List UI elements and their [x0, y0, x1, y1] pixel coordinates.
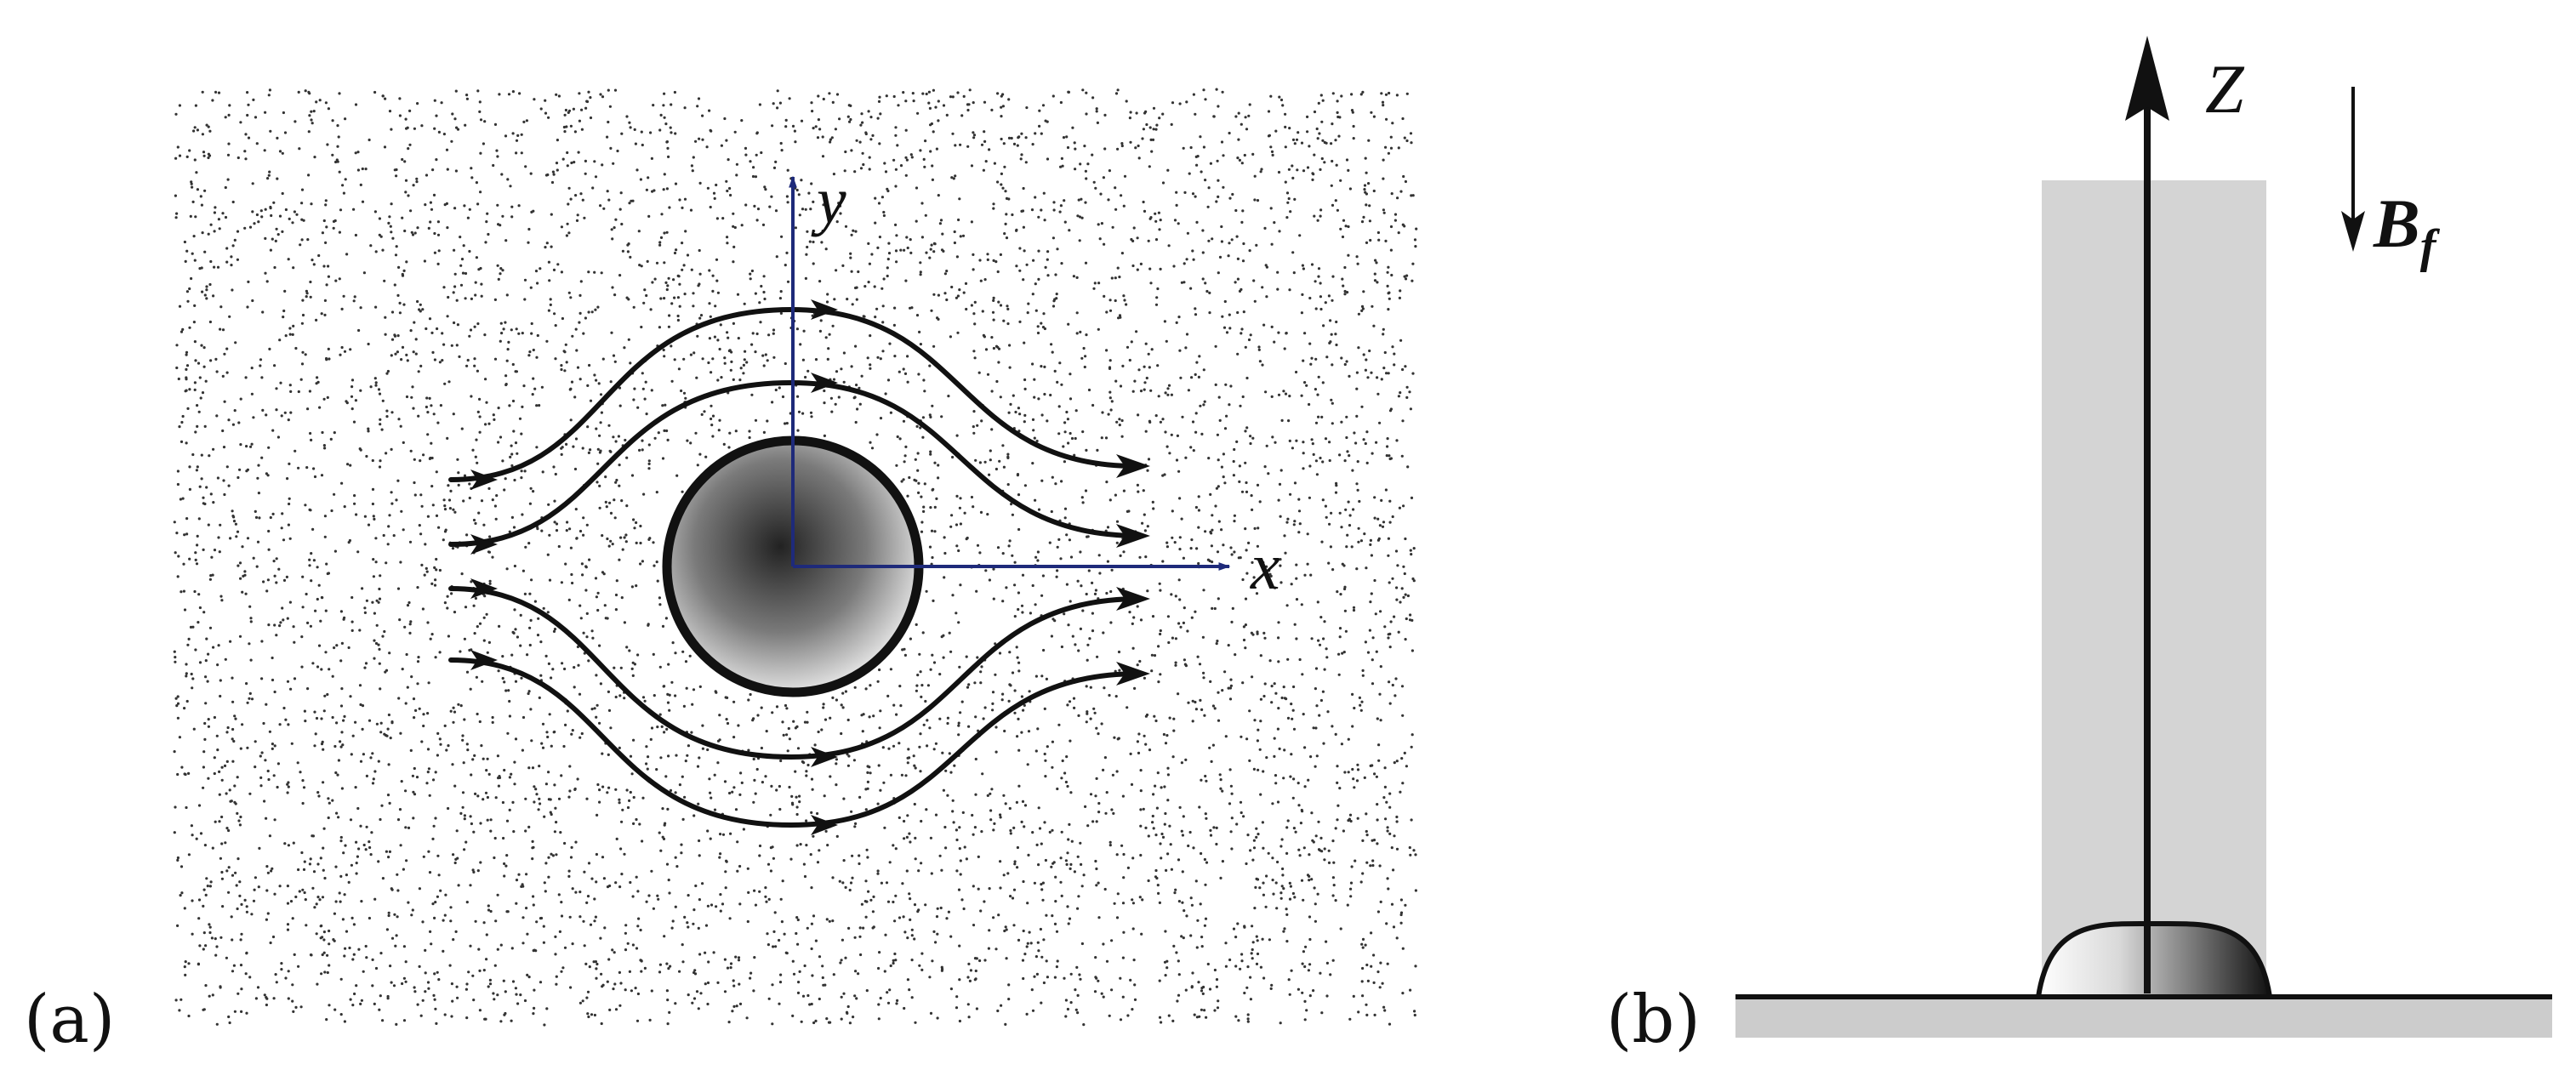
arrow-right-icon [470, 470, 498, 490]
column-region [2042, 180, 2266, 1002]
arrow-right-icon [811, 299, 838, 320]
arrow-right-icon [1116, 587, 1150, 611]
panel-label-a: (a) [24, 982, 115, 1058]
field-label: Bf [2373, 185, 2441, 273]
streamline-arrowheads [470, 299, 1150, 835]
panel-b: Z Bf (b) [1606, 36, 2552, 1058]
arrow-right-icon [811, 815, 838, 835]
x-axis-label: x [1250, 529, 1280, 603]
field-label-main: B [2373, 185, 2420, 262]
coordinate-axes [789, 175, 1231, 571]
panel-label-b: (b) [1606, 982, 1701, 1058]
arrow-right-icon [470, 534, 498, 555]
arrow-right-icon [1116, 454, 1150, 478]
arrow-right-icon [1116, 524, 1150, 548]
arrow-down-icon [2341, 211, 2365, 252]
arrow-right-icon [811, 373, 838, 393]
arrow-right-icon [811, 747, 838, 767]
arrow-right-icon [1116, 662, 1150, 686]
arrow-right-icon [470, 650, 498, 670]
fluid-dot-field [173, 88, 1418, 1027]
droplet-cap [2035, 920, 2273, 999]
z-axis-arrowhead [2125, 36, 2169, 121]
streamline-bottom-outer [448, 657, 1143, 828]
z-axis-label: Z [2205, 50, 2245, 128]
streamline-bottom-inner [448, 586, 1143, 760]
substrate [1735, 997, 2552, 1038]
field-label-subscript: f [2420, 220, 2441, 273]
y-axis-label: y [811, 163, 846, 237]
panel-a: x y (a) [24, 88, 1418, 1058]
arrow-right-icon [470, 578, 498, 599]
